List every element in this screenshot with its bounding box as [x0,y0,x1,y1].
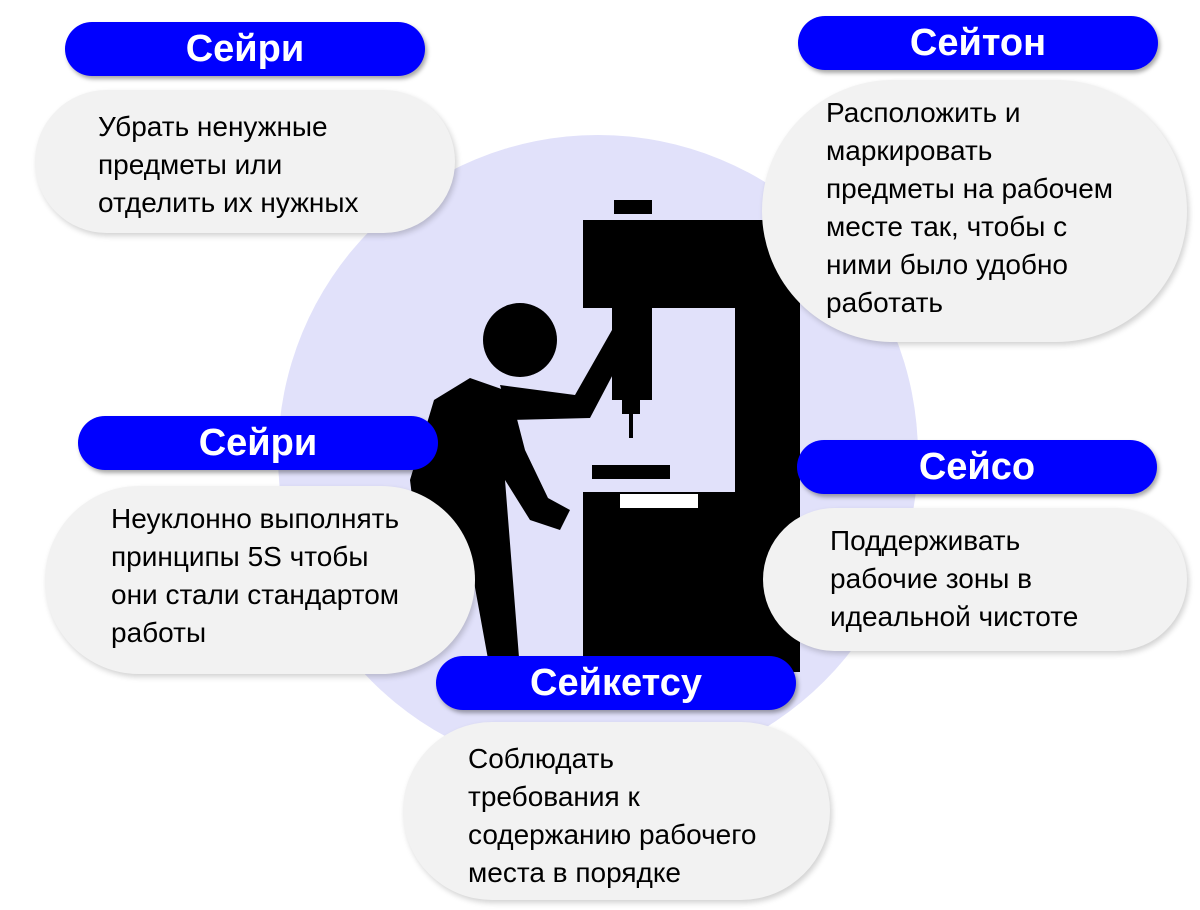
drill-press-icon [583,200,800,672]
shitsuke-title: Сейри [78,416,438,470]
seiton-description: Расположить и маркировать предметы на ра… [762,80,1187,342]
seiri-description: Убрать ненужные предметы или отделить их… [35,90,455,233]
seiketsu-description: Соблюдать требования к содержанию рабоче… [403,722,830,900]
seiton-description-text: Расположить и маркировать предметы на ра… [826,97,1114,318]
seiketsu-description-text: Соблюдать требования к содержанию рабоче… [468,743,757,888]
seiso-description-text: Поддерживать рабочие зоны в идеальной чи… [830,525,1079,632]
worker-icon [410,303,630,670]
seiton-title: Сейтон [798,16,1158,70]
seiri-description-text: Убрать ненужные предметы или отделить их… [98,111,359,218]
seiso-description: Поддерживать рабочие зоны в идеальной чи… [763,508,1187,651]
seiso-title: Сейсо [797,440,1157,494]
shitsuke-description-text: Неуклонно выполнять принципы 5S чтобы он… [111,503,400,648]
seiketsu-title: Сейкетсу [436,656,796,710]
seiri-title: Сейри [65,22,425,76]
shitsuke-description: Неуклонно выполнять принципы 5S чтобы он… [45,486,475,674]
